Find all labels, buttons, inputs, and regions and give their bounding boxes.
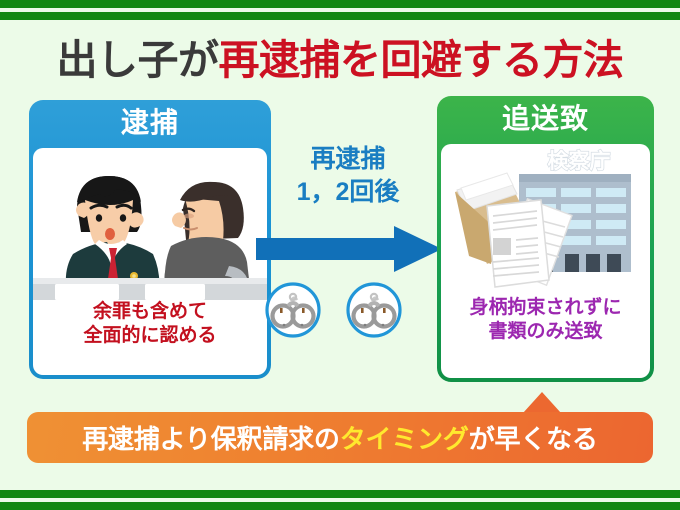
handcuffs-icon bbox=[264, 281, 322, 339]
frame-bar-top-outer bbox=[0, 0, 680, 8]
page-title-lead: 出し子が bbox=[56, 37, 220, 83]
conclusion-banner-text: 再逮捕より保釈請求のタイミングが早くなる bbox=[82, 419, 598, 456]
panel-arrest-caption-line1: 余罪も含めて bbox=[92, 301, 207, 322]
panel-supplementary-referral-caption-line1: 身柄拘束されずに bbox=[469, 297, 622, 318]
panel-arrest-body: 余罪も含めて 全面的に認める bbox=[33, 148, 267, 375]
panel-arrest-caption: 余罪も含めて 全面的に認める bbox=[83, 300, 216, 348]
arrow-label-line1: 再逮捕 bbox=[310, 145, 386, 173]
panel-arrest-caption-line2: 全面的に認める bbox=[83, 324, 217, 346]
panel-arrest: 逮捕 bbox=[29, 100, 271, 379]
panel-supplementary-referral-header: 追送致 bbox=[501, 103, 589, 134]
arrow-label-line2: 1，2回後 bbox=[296, 177, 400, 206]
building-sign-label: 検察庁 bbox=[548, 149, 611, 173]
panel-supplementary-referral-body: 検察庁 bbox=[441, 144, 650, 378]
frame-bar-bottom-outer bbox=[0, 502, 680, 510]
conclusion-banner: 再逮捕より保釈請求のタイミングが早くなる bbox=[27, 412, 653, 463]
conclusion-text-highlight: タイミング bbox=[339, 424, 469, 454]
banner-notch-icon bbox=[523, 392, 561, 413]
handcuffs-icon bbox=[345, 281, 403, 339]
interrogation-scene-illustration bbox=[33, 176, 267, 300]
page-title-accent: 再逮捕を回避する方法 bbox=[218, 37, 625, 83]
panel-supplementary-referral-caption: 身柄拘束されずに 書類のみ送致 bbox=[469, 296, 621, 344]
page-title: 出し子が再逮捕を回避する方法 bbox=[0, 26, 680, 86]
frame-bar-top-inner bbox=[0, 12, 680, 20]
conclusion-text-part1: 再逮捕より保釈請求の bbox=[82, 424, 340, 454]
flow-arrow bbox=[256, 226, 442, 272]
frame-bar-bottom-inner bbox=[0, 490, 680, 498]
arrow-label: 再逮捕 1，2回後 bbox=[262, 143, 434, 208]
panel-supplementary-referral-caption-line2: 書類のみ送致 bbox=[488, 320, 603, 342]
panel-supplementary-referral: 追送致 検察庁 bbox=[437, 96, 654, 382]
panel-arrest-header: 逮捕 bbox=[120, 107, 179, 138]
prosecutors-office-illustration: 検察庁 bbox=[455, 148, 631, 288]
document-front bbox=[486, 199, 550, 288]
conclusion-text-part2: が早くなる bbox=[468, 424, 598, 454]
